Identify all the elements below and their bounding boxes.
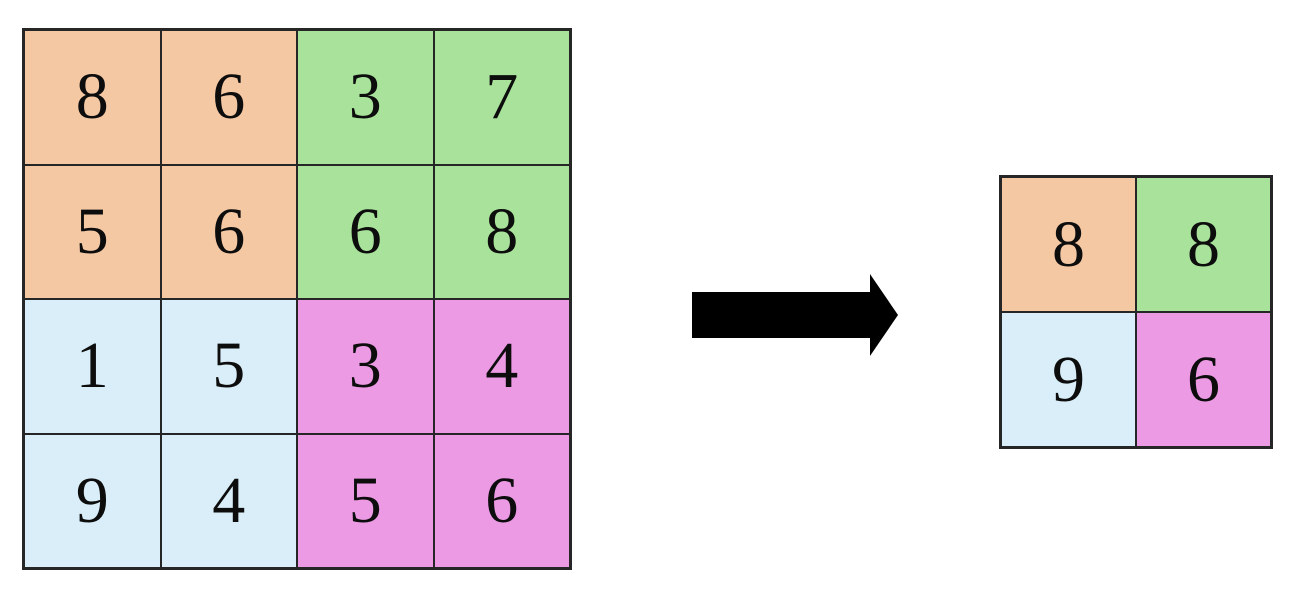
- grid-cell: 5: [161, 300, 296, 433]
- grid-cell: 6: [161, 31, 296, 164]
- grid-cell: 3: [298, 300, 433, 433]
- grid-cell: 6: [434, 434, 569, 567]
- grid-cell: 8: [1002, 178, 1135, 311]
- grid-cell: 6: [1137, 313, 1270, 446]
- grid-cell: 7: [434, 31, 569, 164]
- grid-cell: 6: [298, 165, 433, 298]
- grid-cell: 8: [434, 165, 569, 298]
- grid-cell: 9: [25, 434, 160, 567]
- grid-cell: 8: [1137, 178, 1270, 311]
- grid-cell: 5: [25, 165, 160, 298]
- output-grid: 8 8 9 6: [999, 175, 1273, 449]
- input-grid: 8 6 3 7 5 6 6 8 1 5 3 4 9 4 5 6: [22, 28, 572, 570]
- grid-cell: 3: [298, 31, 433, 164]
- grid-cell: 1: [25, 300, 160, 433]
- grid-cell: 4: [434, 300, 569, 433]
- grid-cell: 6: [161, 165, 296, 298]
- right-arrow-icon: [692, 272, 900, 358]
- grid-cell: 8: [25, 31, 160, 164]
- grid-cell: 5: [298, 434, 433, 567]
- grid-cell: 4: [161, 434, 296, 567]
- grid-cell: 9: [1002, 313, 1135, 446]
